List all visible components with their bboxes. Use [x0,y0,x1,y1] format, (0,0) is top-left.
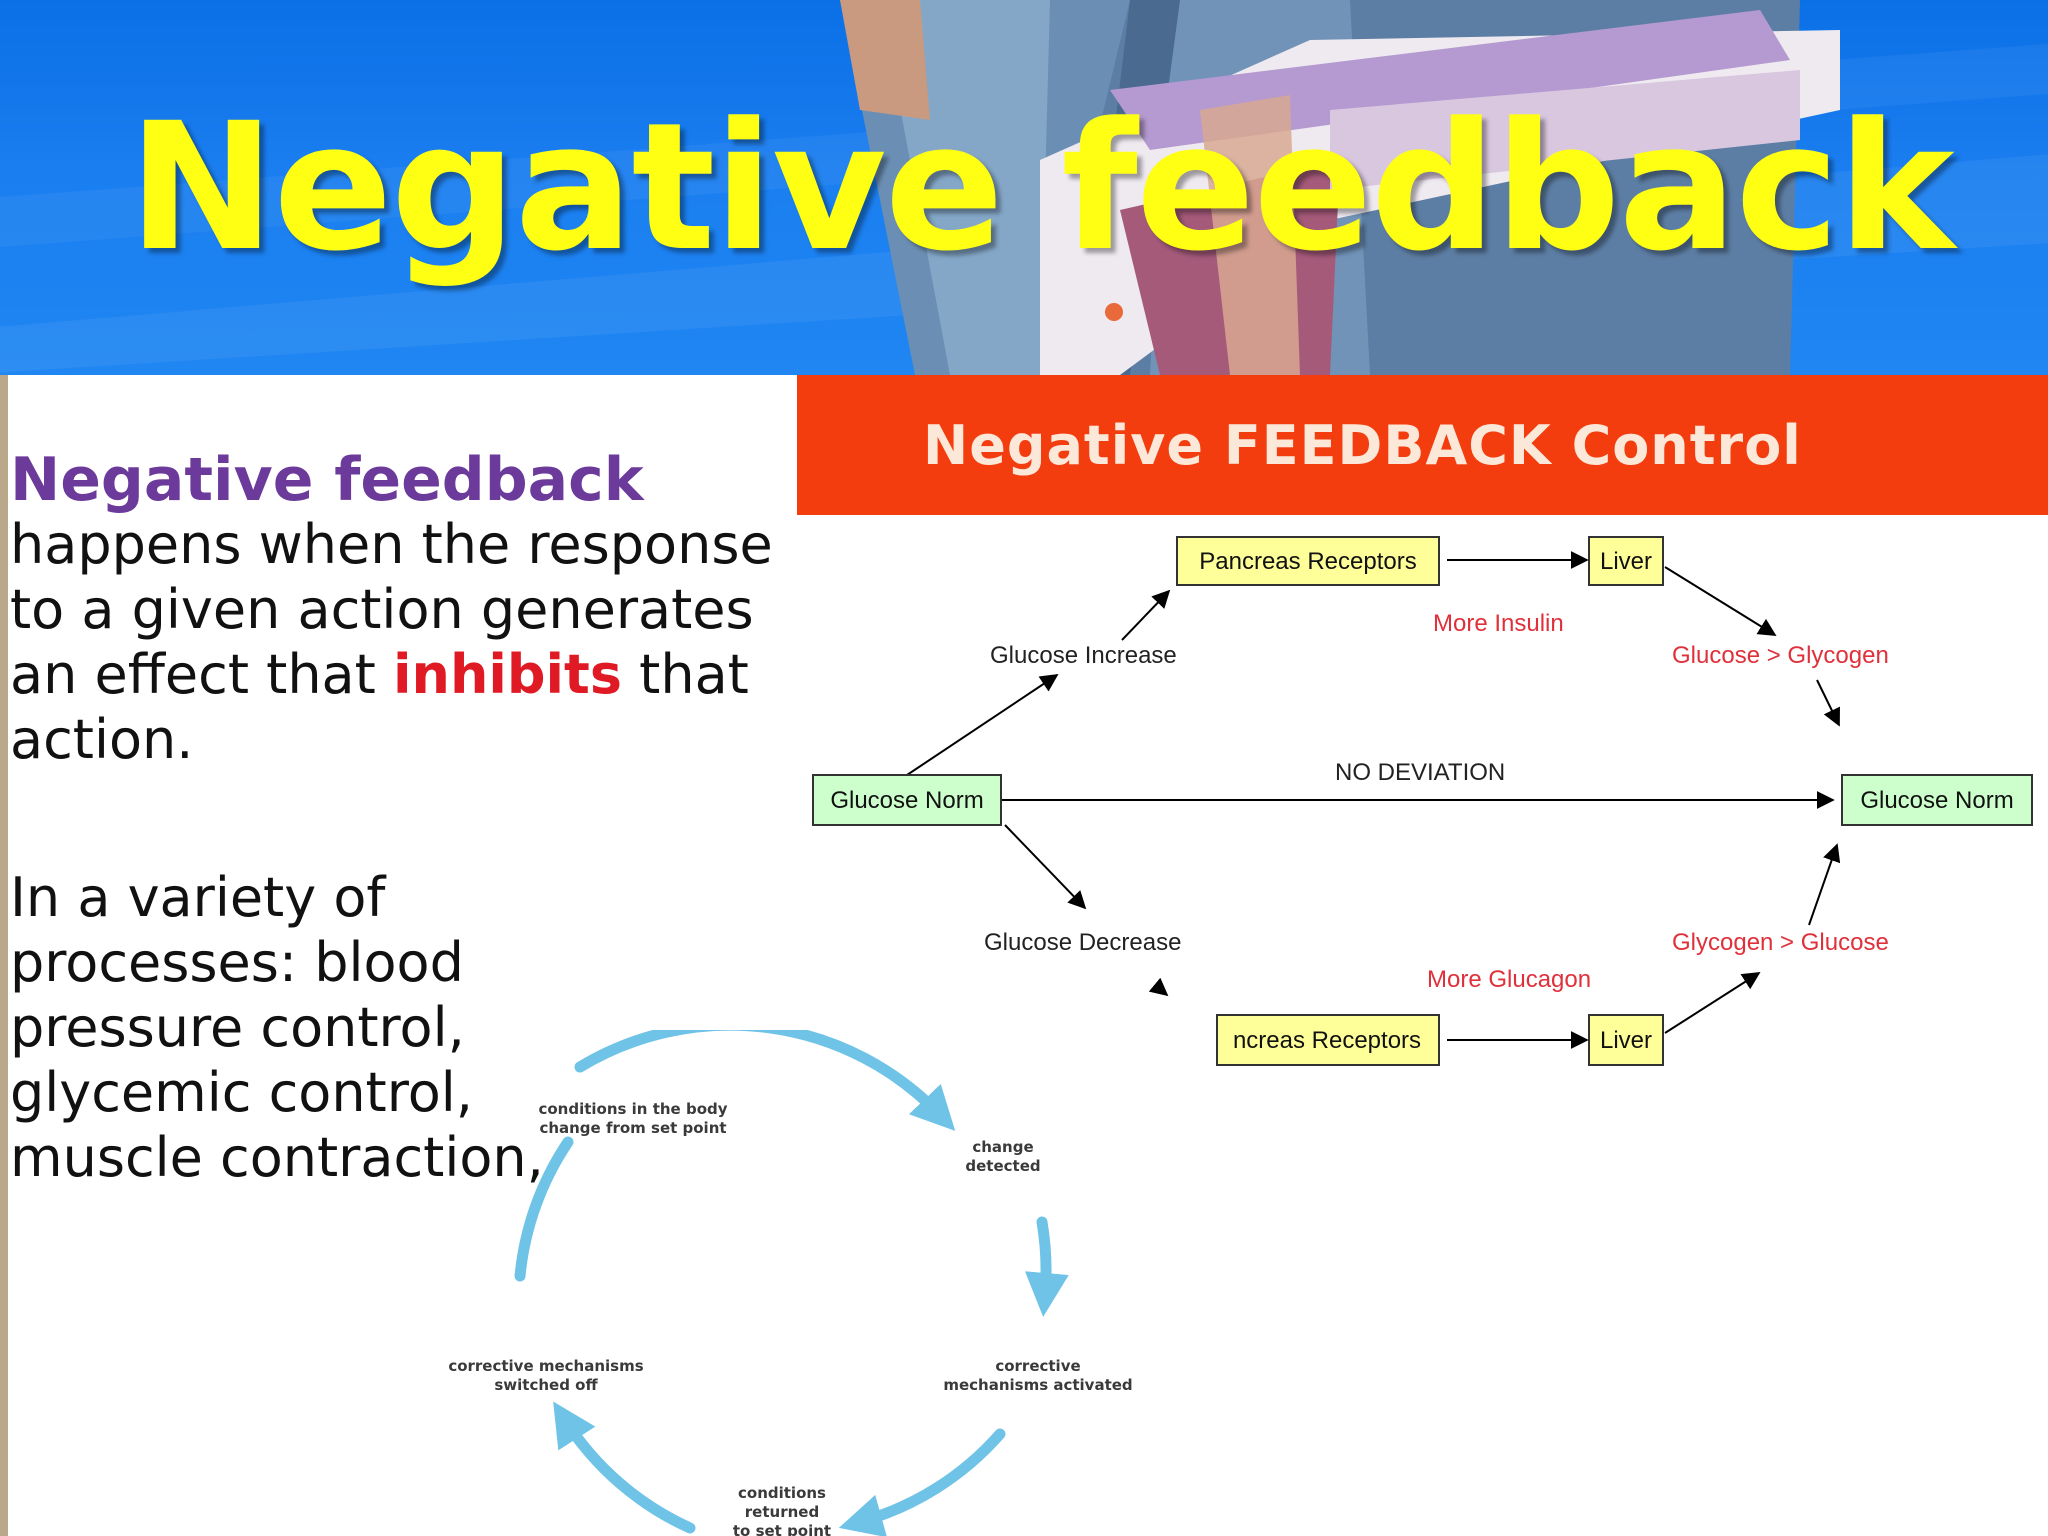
cycle-step-change: conditions in the body change from set p… [538,1100,727,1137]
cycle-step-text: to set point [733,1522,831,1536]
node-pancreas-label: Pancreas Receptors [1199,548,1416,575]
cycle-step-text: returned [745,1503,819,1521]
arrow-liver-to-glycogen [1664,566,1777,636]
cycle-step-text: mechanisms activated [943,1376,1132,1394]
label-glycogen-to-glucose: Glycogen > Glucose [1672,929,1889,956]
label-glucose-to-glycogen: Glucose > Glycogen [1672,642,1889,669]
left-divider [0,375,8,1536]
diagram-title: Negative FEEDBACK Control [923,414,1802,477]
examples-line: pressure control, [10,996,465,1059]
cycle-step-off: corrective mechanisms switched off [448,1357,643,1394]
node-norm-label: Glucose Norm [830,787,983,814]
label-more-insulin: More Insulin [1433,610,1564,637]
node-pancreas-label: ncreas Receptors [1233,1027,1421,1054]
title-banner: Negative feedback [0,0,2048,375]
cycle-step-returned: conditions returned to set point [733,1484,831,1536]
cycle-step-text: switched off [494,1376,598,1394]
examples-line: muscle contraction, [10,1126,544,1189]
arrow-label-to-pancreas [1121,589,1171,641]
arrow-liver-to-glucose [1664,972,1761,1034]
arrow-norm-to-decrease [1004,824,1087,910]
node-pancreas-receptors-top: Pancreas Receptors [1176,536,1440,586]
page-title: Negative feedback [128,85,1955,290]
arrow-glucose-to-norm [1808,843,1841,926]
feedback-cycle-diagram: conditions in the body change from set p… [448,1030,1133,1536]
diagram-title-banner: Negative FEEDBACK Control [797,375,2048,515]
label-glucose-decrease: Glucose Decrease [984,929,1181,956]
cycle-step-text: detected [965,1157,1040,1175]
cycle-step-text: change [972,1138,1033,1156]
examples-line: In a variety of [10,866,386,929]
definition-text: Negative feedback happens when the respo… [10,448,795,772]
node-norm-label: Glucose Norm [1860,787,2013,814]
cycle-step-text: conditions [738,1484,826,1502]
node-pancreas-receptors-bottom: ncreas Receptors [1216,1014,1440,1066]
examples-text: In a variety of processes: blood pressur… [10,865,670,1190]
node-liver-label: Liver [1600,1027,1652,1054]
glucose-feedback-diagram: Negative FEEDBACK Control Pancreas Recep… [797,375,2048,1075]
cycle-step-text: corrective mechanisms [448,1357,643,1375]
definition-term: Negative feedback [10,445,644,515]
cycle-arc-off-to-change [514,1136,574,1282]
glucose-flow-svg: Pancreas Receptors Liver Glucose Norm Gl… [812,536,2033,1066]
cycle-step-text: corrective [995,1357,1080,1375]
arrow-norm-to-increase [906,674,1059,776]
cycle-step-text: change from set point [539,1119,726,1137]
cycle-step-text: conditions in the body [538,1100,727,1118]
arrow-increase-to-pancreas [985,591,1169,595]
arrow-decrease-tail [1148,977,1169,997]
node-glucose-norm-left: Glucose Norm [812,774,1002,826]
definition-body: happens when the response to a given act… [10,512,795,772]
cycle-arc-activated-to-returned [838,1428,1006,1536]
arrow-up-to-pancreas [993,591,1169,643]
examples-line: processes: blood [10,931,464,994]
examples-line: glycemic control, [10,1061,473,1124]
cycle-arc-returned-to-off [553,1401,696,1534]
cycle-arc-detected-to-activated [1024,1216,1069,1317]
student-with-books-photo [0,0,2048,375]
node-liver-top: Liver [1588,536,1664,586]
definition-emphasis: inhibits [392,643,623,706]
node-liver-bottom: Liver [1588,1014,1664,1066]
definition-body-start: happens when the response to a given act… [10,513,773,706]
cycle-step-activated: corrective mechanisms activated [943,1357,1132,1394]
label-more-glucagon: More Glucagon [1427,966,1591,993]
label-no-deviation: NO DEVIATION [1335,759,1505,786]
definition-body-end: that action. [10,643,749,771]
label-glucose-increase: Glucose Increase [990,642,1177,669]
cycle-step-detected: change detected [965,1138,1040,1175]
arrow-glycogen-to-norm [1816,679,1840,727]
node-liver-label: Liver [1600,548,1652,575]
cycle-arc-change-to-detected [574,1030,956,1131]
node-glucose-norm-right: Glucose Norm [1841,774,2033,826]
